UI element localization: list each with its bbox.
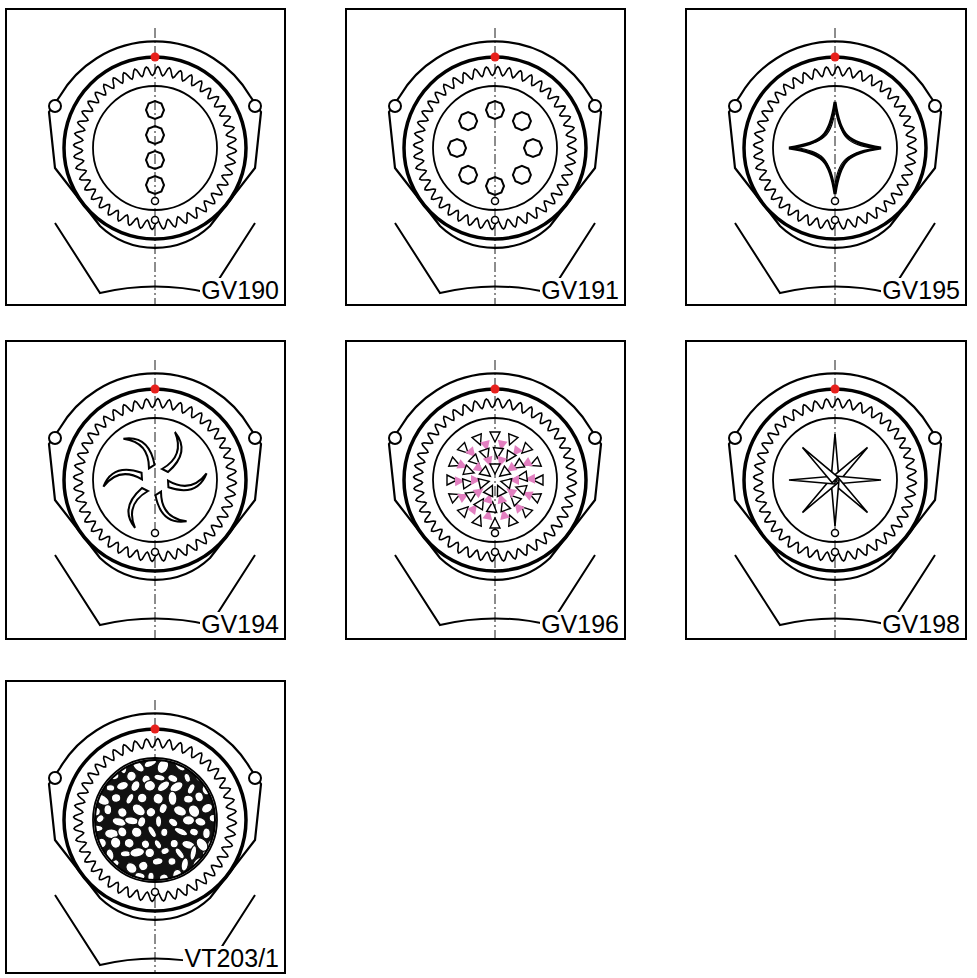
- nozzle-drawing: [49, 28, 261, 304]
- nozzle-panel: VT203/1: [5, 680, 286, 974]
- model-code: VT203/1: [183, 946, 280, 971]
- model-code: GV194: [200, 612, 280, 637]
- nozzle-panel: GV191: [345, 8, 626, 306]
- model-code: GV191: [540, 278, 620, 303]
- nozzle-drawing: [49, 360, 261, 638]
- model-code: GV196: [540, 612, 620, 637]
- nozzle-drawing: [389, 28, 601, 304]
- nozzle-drawing: [729, 360, 941, 638]
- nozzle-panel: GV194: [5, 340, 286, 640]
- nozzle-panel: GV190: [5, 8, 286, 306]
- model-code: GV190: [200, 278, 280, 303]
- nozzle-panel: GV195: [685, 8, 967, 306]
- nozzle-drawing: [389, 360, 601, 638]
- nozzle-drawing: [729, 28, 941, 304]
- model-code: GV198: [881, 612, 961, 637]
- nozzle-drawing: [49, 700, 261, 972]
- model-code: GV195: [881, 278, 961, 303]
- nozzle-panel: GV198: [685, 340, 967, 640]
- nozzle-panel: GV196: [345, 340, 626, 640]
